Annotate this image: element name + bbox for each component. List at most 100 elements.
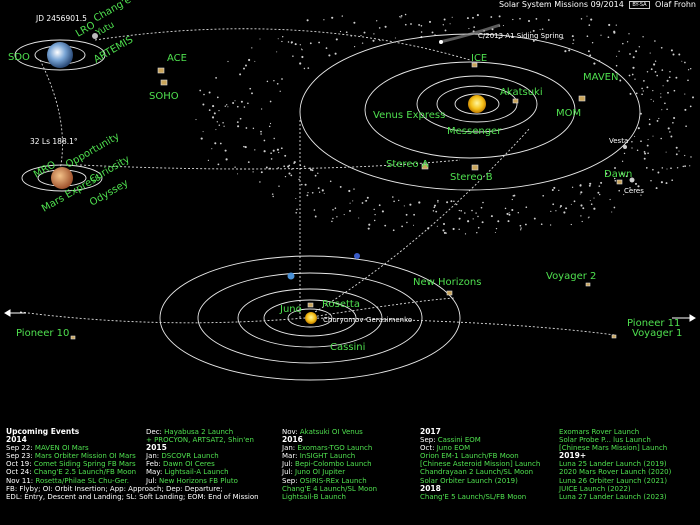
asteroid-dot — [290, 41, 293, 44]
asteroid-dot — [446, 201, 449, 204]
event-row: Chang'E 5 Launch/SL/FB Moon — [420, 493, 540, 501]
asteroid-dot — [649, 52, 651, 54]
asteroid-dot — [641, 87, 643, 90]
asteroid-dot — [676, 167, 679, 169]
asteroid-dot — [666, 108, 668, 111]
asteroid-dot — [661, 109, 663, 111]
asteroid-dot — [329, 180, 332, 183]
asteroid-dot — [669, 71, 671, 73]
event-text: Juno EOM — [436, 444, 471, 453]
asteroid-dot — [288, 164, 291, 167]
asteroid-dot — [281, 78, 283, 80]
asteroid-dot — [374, 213, 376, 216]
asteroid-dot — [634, 78, 636, 80]
asteroid-dot — [341, 15, 343, 17]
asteroid-dot — [277, 167, 280, 169]
asteroid-dot — [348, 189, 351, 193]
voyager2-spacecraft-icon — [585, 282, 591, 287]
year-2016: 2016 — [282, 435, 303, 445]
asteroid-dot — [331, 220, 333, 223]
year-2017: 2017 — [420, 427, 441, 436]
asteroid-dot — [541, 28, 544, 30]
event-text: Chang'E 5 Launch/SL/FB Moon — [420, 492, 527, 501]
asteroid-dot — [266, 80, 269, 83]
asteroid-dot — [442, 222, 446, 226]
asteroid-dot — [254, 60, 256, 62]
asteroid-dot — [654, 71, 657, 73]
moon-icon — [92, 33, 98, 39]
asteroid-dot — [245, 127, 248, 129]
asteroid-dot — [381, 210, 384, 213]
asteroid-dot — [684, 61, 686, 64]
asteroid-dot — [609, 198, 611, 201]
asteroid-dot — [482, 201, 484, 204]
asteroid-dot — [550, 210, 552, 213]
messenger-label: Messenger — [447, 126, 502, 137]
new-horizons-spacecraft-icon — [446, 290, 453, 296]
asteroid-dot — [476, 14, 479, 17]
asteroid-dot — [670, 167, 672, 170]
asteroid-dot — [648, 123, 651, 126]
earth-icon — [47, 42, 73, 68]
asteroid-dot — [400, 15, 403, 17]
asteroid-dot — [331, 16, 334, 19]
asteroid-dot — [660, 93, 662, 95]
asteroid-dot — [564, 50, 567, 53]
asteroid-dot — [682, 165, 685, 168]
asteroid-dot — [615, 24, 617, 26]
event-text: DSCOVR Launch — [161, 452, 219, 461]
event-row: Sep 22: MAVEN OI Mars — [6, 444, 259, 452]
asteroid-dot — [353, 188, 355, 190]
asteroid-dot — [276, 148, 279, 151]
asteroid-dot — [437, 199, 439, 202]
asteroid-dot — [284, 154, 287, 157]
asteroid-dot — [643, 157, 646, 160]
sun-outer-icon — [305, 312, 317, 324]
asteroid-dot — [376, 20, 378, 22]
events-header: Upcoming Events — [6, 427, 80, 436]
mars-inset: 32 Ls 188.1° — [21, 137, 103, 192]
asteroid-dot — [678, 150, 680, 152]
asteroid-dot — [224, 149, 227, 152]
event-date: Dec: — [146, 428, 162, 436]
asteroid-dot — [314, 215, 317, 218]
year-2015: 2015 — [146, 443, 167, 453]
direction-arrows — [4, 309, 696, 322]
asteroid-dot — [580, 18, 583, 20]
asteroid-dot — [689, 165, 691, 167]
event-row: JUICE Launch (2022) — [559, 485, 671, 493]
asteroid-dot — [539, 29, 541, 31]
dawn-label: Dawn — [604, 169, 632, 180]
event-date: Sep 23: — [6, 452, 33, 461]
asteroid-dot — [675, 153, 678, 156]
trajectories — [19, 28, 616, 336]
asteroid-dot — [615, 64, 618, 67]
event-row: Jan: Exomars-TGO Launch — [282, 444, 377, 452]
asteroid-dot — [582, 207, 585, 210]
asteroid-dot — [631, 73, 634, 76]
asteroid-dot — [276, 82, 279, 85]
asteroid-dot — [223, 125, 225, 127]
asteroid-dot — [345, 31, 348, 34]
asteroid-dot — [675, 146, 678, 149]
event-row: Solar Orbiter Launch (2019) — [420, 477, 540, 485]
event-text: Dawn OI Ceres — [163, 460, 215, 469]
asteroid-dot — [631, 147, 633, 149]
asteroid-dot — [332, 208, 334, 211]
vesta-icon — [623, 145, 627, 149]
asteroid-dot — [372, 39, 375, 42]
asteroid-dot — [339, 30, 342, 33]
asteroid-dot — [392, 229, 395, 232]
dawn-spacecraft-icon — [616, 179, 623, 185]
asteroid-dot — [472, 218, 474, 220]
asteroid-dot — [570, 203, 572, 205]
asteroid-dot — [195, 119, 197, 121]
asteroid-dot — [247, 102, 249, 105]
asteroid-dot — [321, 189, 324, 192]
event-date: Feb: — [146, 460, 161, 469]
asteroid-dot — [300, 48, 303, 50]
asteroid-dot — [294, 43, 297, 46]
legend-line-2: EDL: Entry, Descent and Landing; SL: Sof… — [6, 492, 259, 501]
